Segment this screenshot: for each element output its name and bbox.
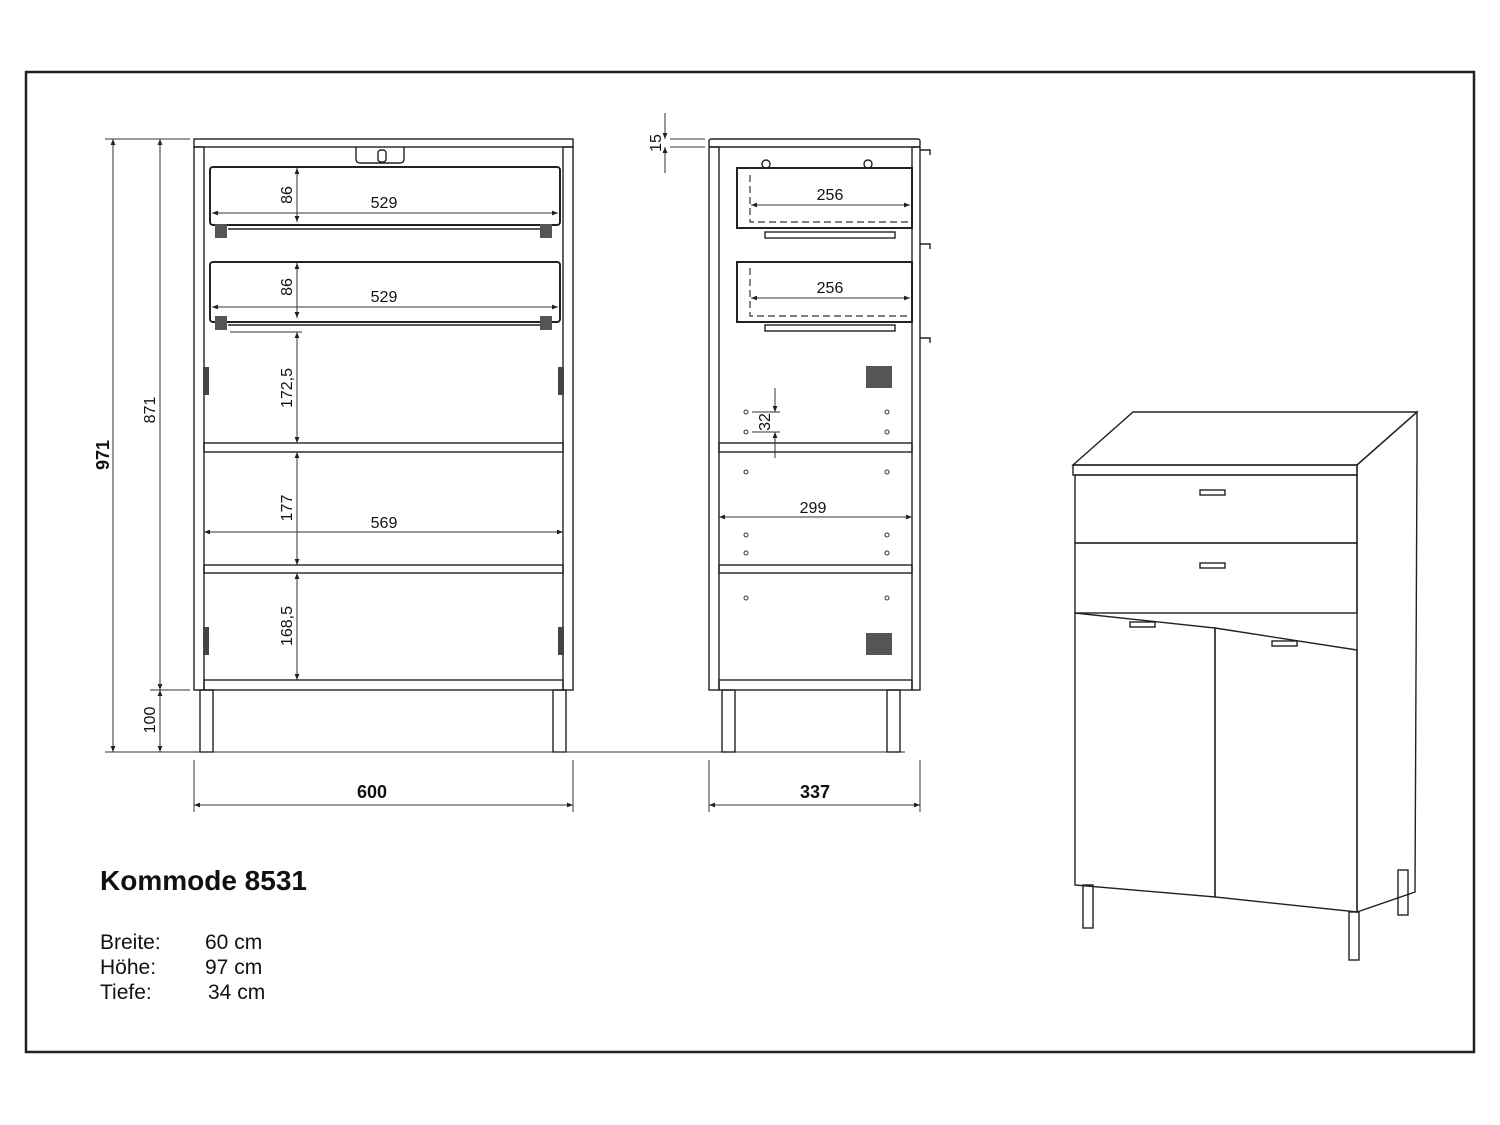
hinge-icon (866, 633, 892, 655)
dim-drawer2-height: 86 (279, 278, 296, 296)
front-view: 971 871 100 600 86 529 86 529 172,5 177 … (93, 138, 905, 812)
dim-depth: 337 (800, 782, 830, 802)
product-specs: Breite:60 cm Höhe:97 cm Tiefe:34 cm (100, 930, 265, 1005)
side-view: 15 256 256 32 299 337 (648, 113, 931, 812)
leg-right (886, 689, 901, 753)
leg-left (199, 689, 214, 753)
dim-drawer1-depth: 256 (817, 187, 844, 204)
dim-body-height: 871 (142, 397, 159, 424)
spec-depth: Tiefe:34 cm (100, 981, 266, 1004)
dim-compartment3-height: 168,5 (279, 606, 296, 646)
dim-compartment1-height: 172,5 (279, 368, 296, 408)
spec-width: Breite:60 cm (100, 931, 263, 954)
hinge-icon (866, 366, 892, 388)
dim-hole-spacing: 32 (757, 413, 774, 431)
dim-compartment2-height: 177 (279, 495, 296, 522)
dim-drawer1-width: 529 (371, 195, 398, 212)
spec-height: Höhe:97 cm (100, 956, 263, 979)
drawing-frame (24, 70, 1476, 1054)
dim-top-thickness: 15 (648, 134, 665, 152)
dim-total-height: 971 (93, 440, 113, 470)
leg-right (552, 689, 567, 753)
dim-drawer2-depth: 256 (817, 280, 844, 297)
leg-left (721, 689, 736, 753)
drawer-2-outline (209, 261, 561, 323)
product-title: Kommode 8531 (100, 865, 307, 896)
dim-width: 600 (357, 782, 387, 802)
perspective-view (1071, 410, 1419, 961)
drawer-1 (1074, 474, 1358, 544)
dim-inner-width: 569 (371, 515, 398, 532)
dim-inner-depth: 299 (800, 500, 827, 517)
drawer-2 (1074, 542, 1358, 614)
dim-leg-height: 100 (142, 707, 159, 734)
dim-drawer1-height: 86 (279, 186, 296, 204)
dim-drawer2-width: 529 (371, 289, 398, 306)
